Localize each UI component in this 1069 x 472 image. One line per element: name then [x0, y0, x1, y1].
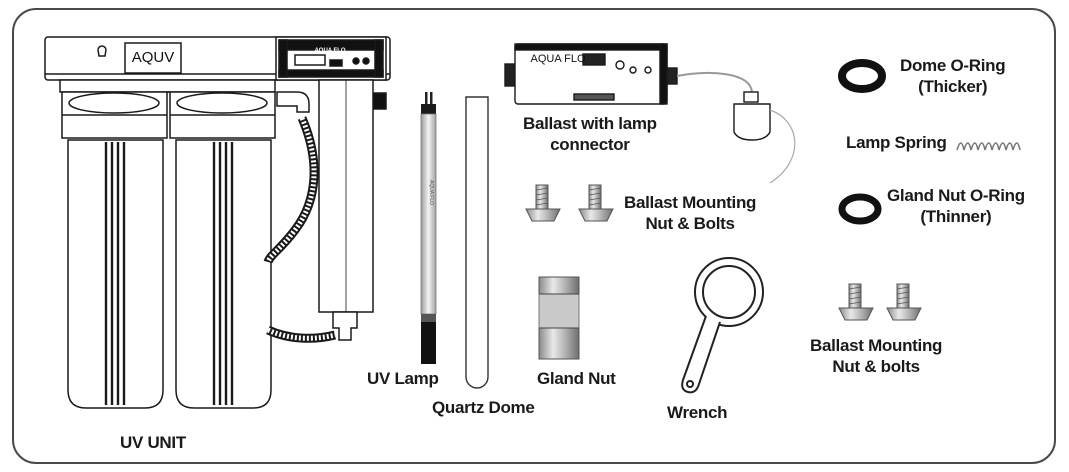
gland-nut-illustration — [538, 276, 580, 360]
label-quartz-dome: Quartz Dome — [432, 398, 535, 417]
unit-panel-brand: AQUA FLO — [314, 48, 345, 54]
dome-oring-illustration — [838, 59, 886, 93]
label-lamp-spring: Lamp Spring — [846, 133, 947, 152]
label-ballast-mounting-1: Ballast Mounting Nut & Bolts — [624, 193, 757, 233]
label-wrench: Wrench — [667, 403, 728, 422]
label-gland-nut: Gland Nut — [537, 369, 616, 388]
unit-logo: AQUV — [132, 49, 175, 66]
wrench-illustration — [681, 257, 764, 394]
ballast-mounting-bolts-1 — [525, 184, 614, 222]
label-ballast-mounting-2: Ballast Mounting Nut & bolts — [810, 336, 943, 376]
ballast-brand: AQUA FLO — [530, 53, 585, 65]
lamp-spring-illustration — [956, 142, 1021, 151]
gland-nut-oring-illustration — [838, 193, 882, 225]
keyhole-icon — [97, 45, 107, 57]
ballast-illustration — [504, 43, 796, 184]
ballast-mounting-bolts-2 — [838, 283, 922, 321]
label-uv-lamp: UV Lamp — [367, 369, 439, 388]
lamp-print: AQUA FLO — [428, 180, 434, 206]
quartz-dome-illustration — [465, 96, 489, 389]
uv-unit-illustration — [44, 36, 391, 409]
label-gland-nut-oring: Gland Nut O-Ring (Thinner) — [887, 186, 1025, 226]
uv-lamp-illustration — [420, 92, 437, 364]
label-dome-oring: Dome O-Ring (Thicker) — [900, 56, 1006, 96]
label-ballast: Ballast with lamp connector — [523, 114, 657, 154]
filter-housing-right — [175, 139, 272, 409]
filter-housing-left — [67, 139, 164, 409]
unit-logo-box — [124, 42, 182, 74]
label-uv-unit: UV UNIT — [120, 433, 186, 452]
